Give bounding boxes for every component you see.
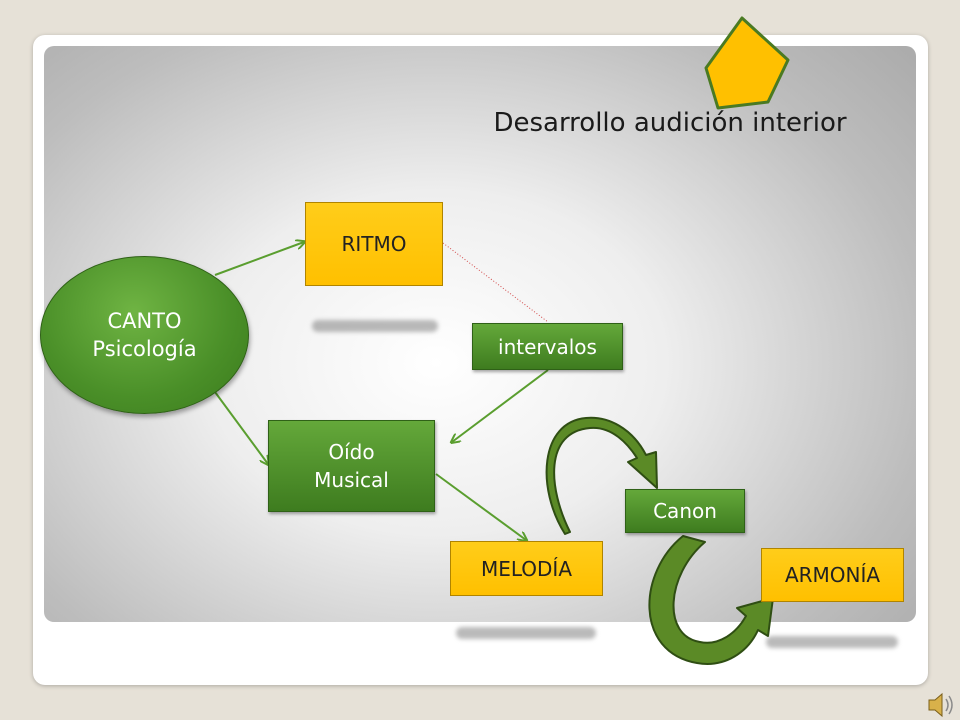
arrow-intervalos-oido: [452, 369, 549, 442]
slide-title: Desarrollo audición interior: [493, 108, 847, 138]
node-canon: Canon: [625, 489, 745, 533]
node-intervalos-label: intervalos: [498, 334, 597, 359]
node-canto-line2: Psicología: [92, 337, 197, 361]
node-canon-label: Canon: [653, 499, 717, 523]
node-melodia: MELODÍA: [450, 541, 603, 596]
node-canto: CANTO Psicología: [40, 256, 249, 414]
speaker-icon[interactable]: [928, 692, 953, 718]
node-armonia: ARMONÍA: [761, 548, 904, 602]
melodia-reflection: [456, 627, 596, 639]
node-ritmo: RITMO: [305, 202, 443, 286]
node-oido-musical: Oído Musical: [268, 420, 435, 512]
chevron-pointer-icon: [704, 16, 790, 110]
node-melodia-label: MELODÍA: [480, 556, 573, 581]
curved-arrow-canon-armonia: [648, 535, 774, 665]
arrow-canto-oido: [214, 391, 268, 464]
curved-arrow-melodia-canon: [545, 416, 658, 535]
arrow-canto-ritmo: [214, 242, 304, 276]
node-oido-line2: Musical: [314, 468, 389, 492]
node-ritmo-label: RITMO: [341, 232, 407, 256]
arrow-oido-melodia: [435, 473, 526, 540]
node-armonia-label: ARMONÍA: [784, 563, 881, 587]
node-canto-line1: CANTO: [107, 309, 182, 333]
node-oido-line1: Oído: [328, 440, 375, 464]
armonia-reflection: [766, 636, 898, 648]
node-intervalos: intervalos: [472, 323, 623, 370]
ritmo-reflection: [312, 320, 438, 332]
dotted-ritmo-intervalos: [442, 242, 549, 323]
